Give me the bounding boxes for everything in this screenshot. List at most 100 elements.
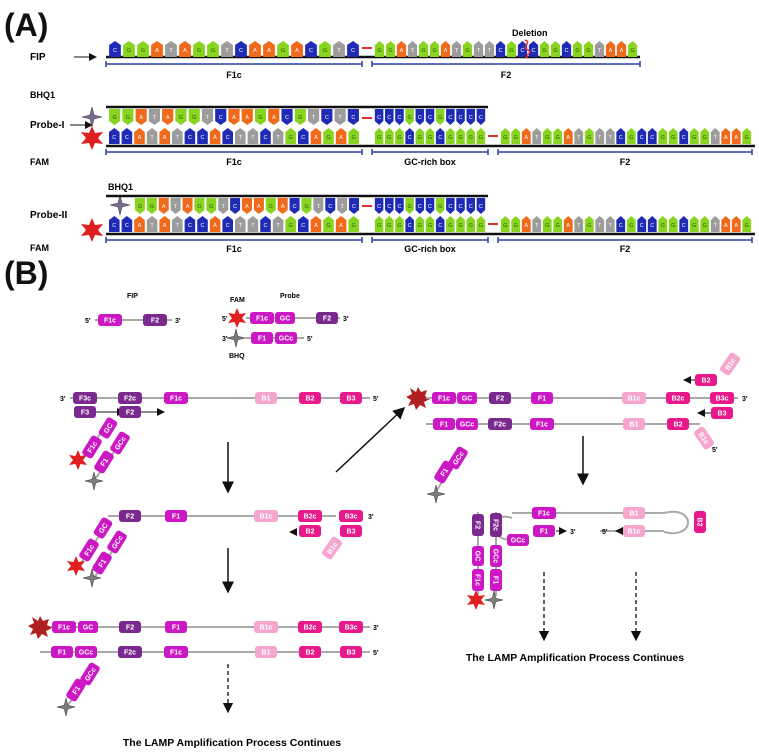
nucleotide-base [165,41,177,57]
probe2-region-f2-label: F2 [620,244,631,254]
nucleotide-letter: A [734,223,738,229]
nucleotide-letter: T [535,223,539,229]
nucleotide-base [476,128,486,144]
nucleotide-letter: A [314,135,318,141]
nucleotide-base [294,109,306,125]
segment-block-shape [667,418,689,430]
nucleotide-base [146,128,158,144]
segment-block-shape [507,534,529,546]
nucleotide-letter: G [418,135,422,141]
segment-block-shape [316,312,338,324]
nucleotide-letter: G [745,223,749,229]
nucleotide-letter: G [179,115,183,121]
s1-fam-star [69,450,87,470]
segment-block-shape [98,417,118,439]
nucleotide-base [175,109,187,125]
nucleotide-letter: T [276,135,280,141]
nucleotide-letter: G [258,115,262,121]
nucleotide-base [451,41,462,57]
segment-block-label: B1c [260,514,273,521]
segment-block-shape [275,332,297,344]
nucleotide-base [137,41,149,57]
segment-block-gcc: GCc [507,534,529,546]
nucleotide-letter: A [253,48,257,54]
nucleotide-letter: C [377,115,381,121]
nucleotide-letter: C [640,223,644,229]
segment-block-label: B2c [304,625,317,632]
nucleotide-letter: G [503,223,507,229]
segment-block-shape [98,314,122,326]
nucleotide-base [435,128,445,144]
nucleotide-letter: A [524,223,528,229]
nucleotide-base [594,41,605,57]
segment-block-label: F1 [258,336,266,343]
nucleotide-letter: G [377,48,381,54]
segment-block-shape [73,392,97,404]
fip-region-f1c-label: F1c [226,70,242,80]
fip-region-f2: F2 [371,61,641,80]
segment-block-shape [66,678,86,702]
nucleotide-letter: C [351,115,355,121]
segment-block-gcc: GCc [275,332,297,344]
r2-3end: 3' [570,529,576,536]
nucleotide-base [405,198,414,214]
nucleotide-base [407,41,418,57]
panel-b-label: (B) [4,255,48,291]
nucleotide-base [647,128,657,144]
nucleotide-base [528,41,539,57]
nucleotide-base [285,128,296,144]
segment-block-f1c: F1c [164,392,188,404]
nucleotide-base [179,41,191,57]
nucleotide-letter: G [671,223,675,229]
nucleotide-letter: T [338,115,342,121]
nucleotide-letter: G [479,135,483,141]
segment-block-shape [254,510,278,522]
nucleotide-base [583,41,594,57]
segment-block-shape [254,621,278,633]
nucleotide-base [135,109,147,125]
nucleotide-base [347,109,359,125]
nucleotide-letter: G [326,135,330,141]
nucleotide-letter: T [225,48,229,54]
segment-block-label: F1 [491,576,498,584]
nucleotide-base [425,128,435,144]
segment-block-shape [339,621,363,633]
nucleotide-base [637,128,647,144]
nucleotide-base [689,216,699,232]
nucleotide-letter: G [469,223,473,229]
segment-block-label: B2 [702,378,711,385]
nucleotide-base [731,128,741,144]
nucleotide-base [532,216,542,232]
nucleotide-letter: A [166,115,170,121]
nucleotide-base [572,41,583,57]
nucleotide-letter: A [281,204,285,210]
nucleotide-letter: A [444,48,448,54]
segment-block-shape [165,510,187,522]
segment-block-label: F1c [256,316,268,323]
segment-block-label: B3 [347,650,356,657]
segment-block-f1c: F1c [79,538,99,562]
segment-block-shape [118,392,142,404]
nucleotide-letter: C [301,135,305,141]
nucleotide-letter: T [251,135,255,141]
segment-block-b1c: B1c [719,352,741,376]
segment-block-label: B3c [716,396,729,403]
nucleotide-letter: C [682,135,686,141]
nucleotide-base [511,216,521,232]
nucleotide-base [595,128,605,144]
nucleotide-base [476,216,486,232]
nucleotide-letter: G [556,223,560,229]
nucleotide-letter: A [163,223,167,229]
nucleotide-base [415,128,425,144]
nucleotide-letter: C [619,135,623,141]
nucleotide-letter: G [407,115,411,121]
nucleotide-base [500,216,510,232]
nucleotide-base [235,41,247,57]
probe2-fam-label: FAM [30,243,49,253]
nucleotide-base [242,198,252,214]
nucleotide-letter: T [535,135,539,141]
nucleotide-base [109,128,120,144]
segment-block-shape [340,646,362,658]
nucleotide-base [539,41,550,57]
